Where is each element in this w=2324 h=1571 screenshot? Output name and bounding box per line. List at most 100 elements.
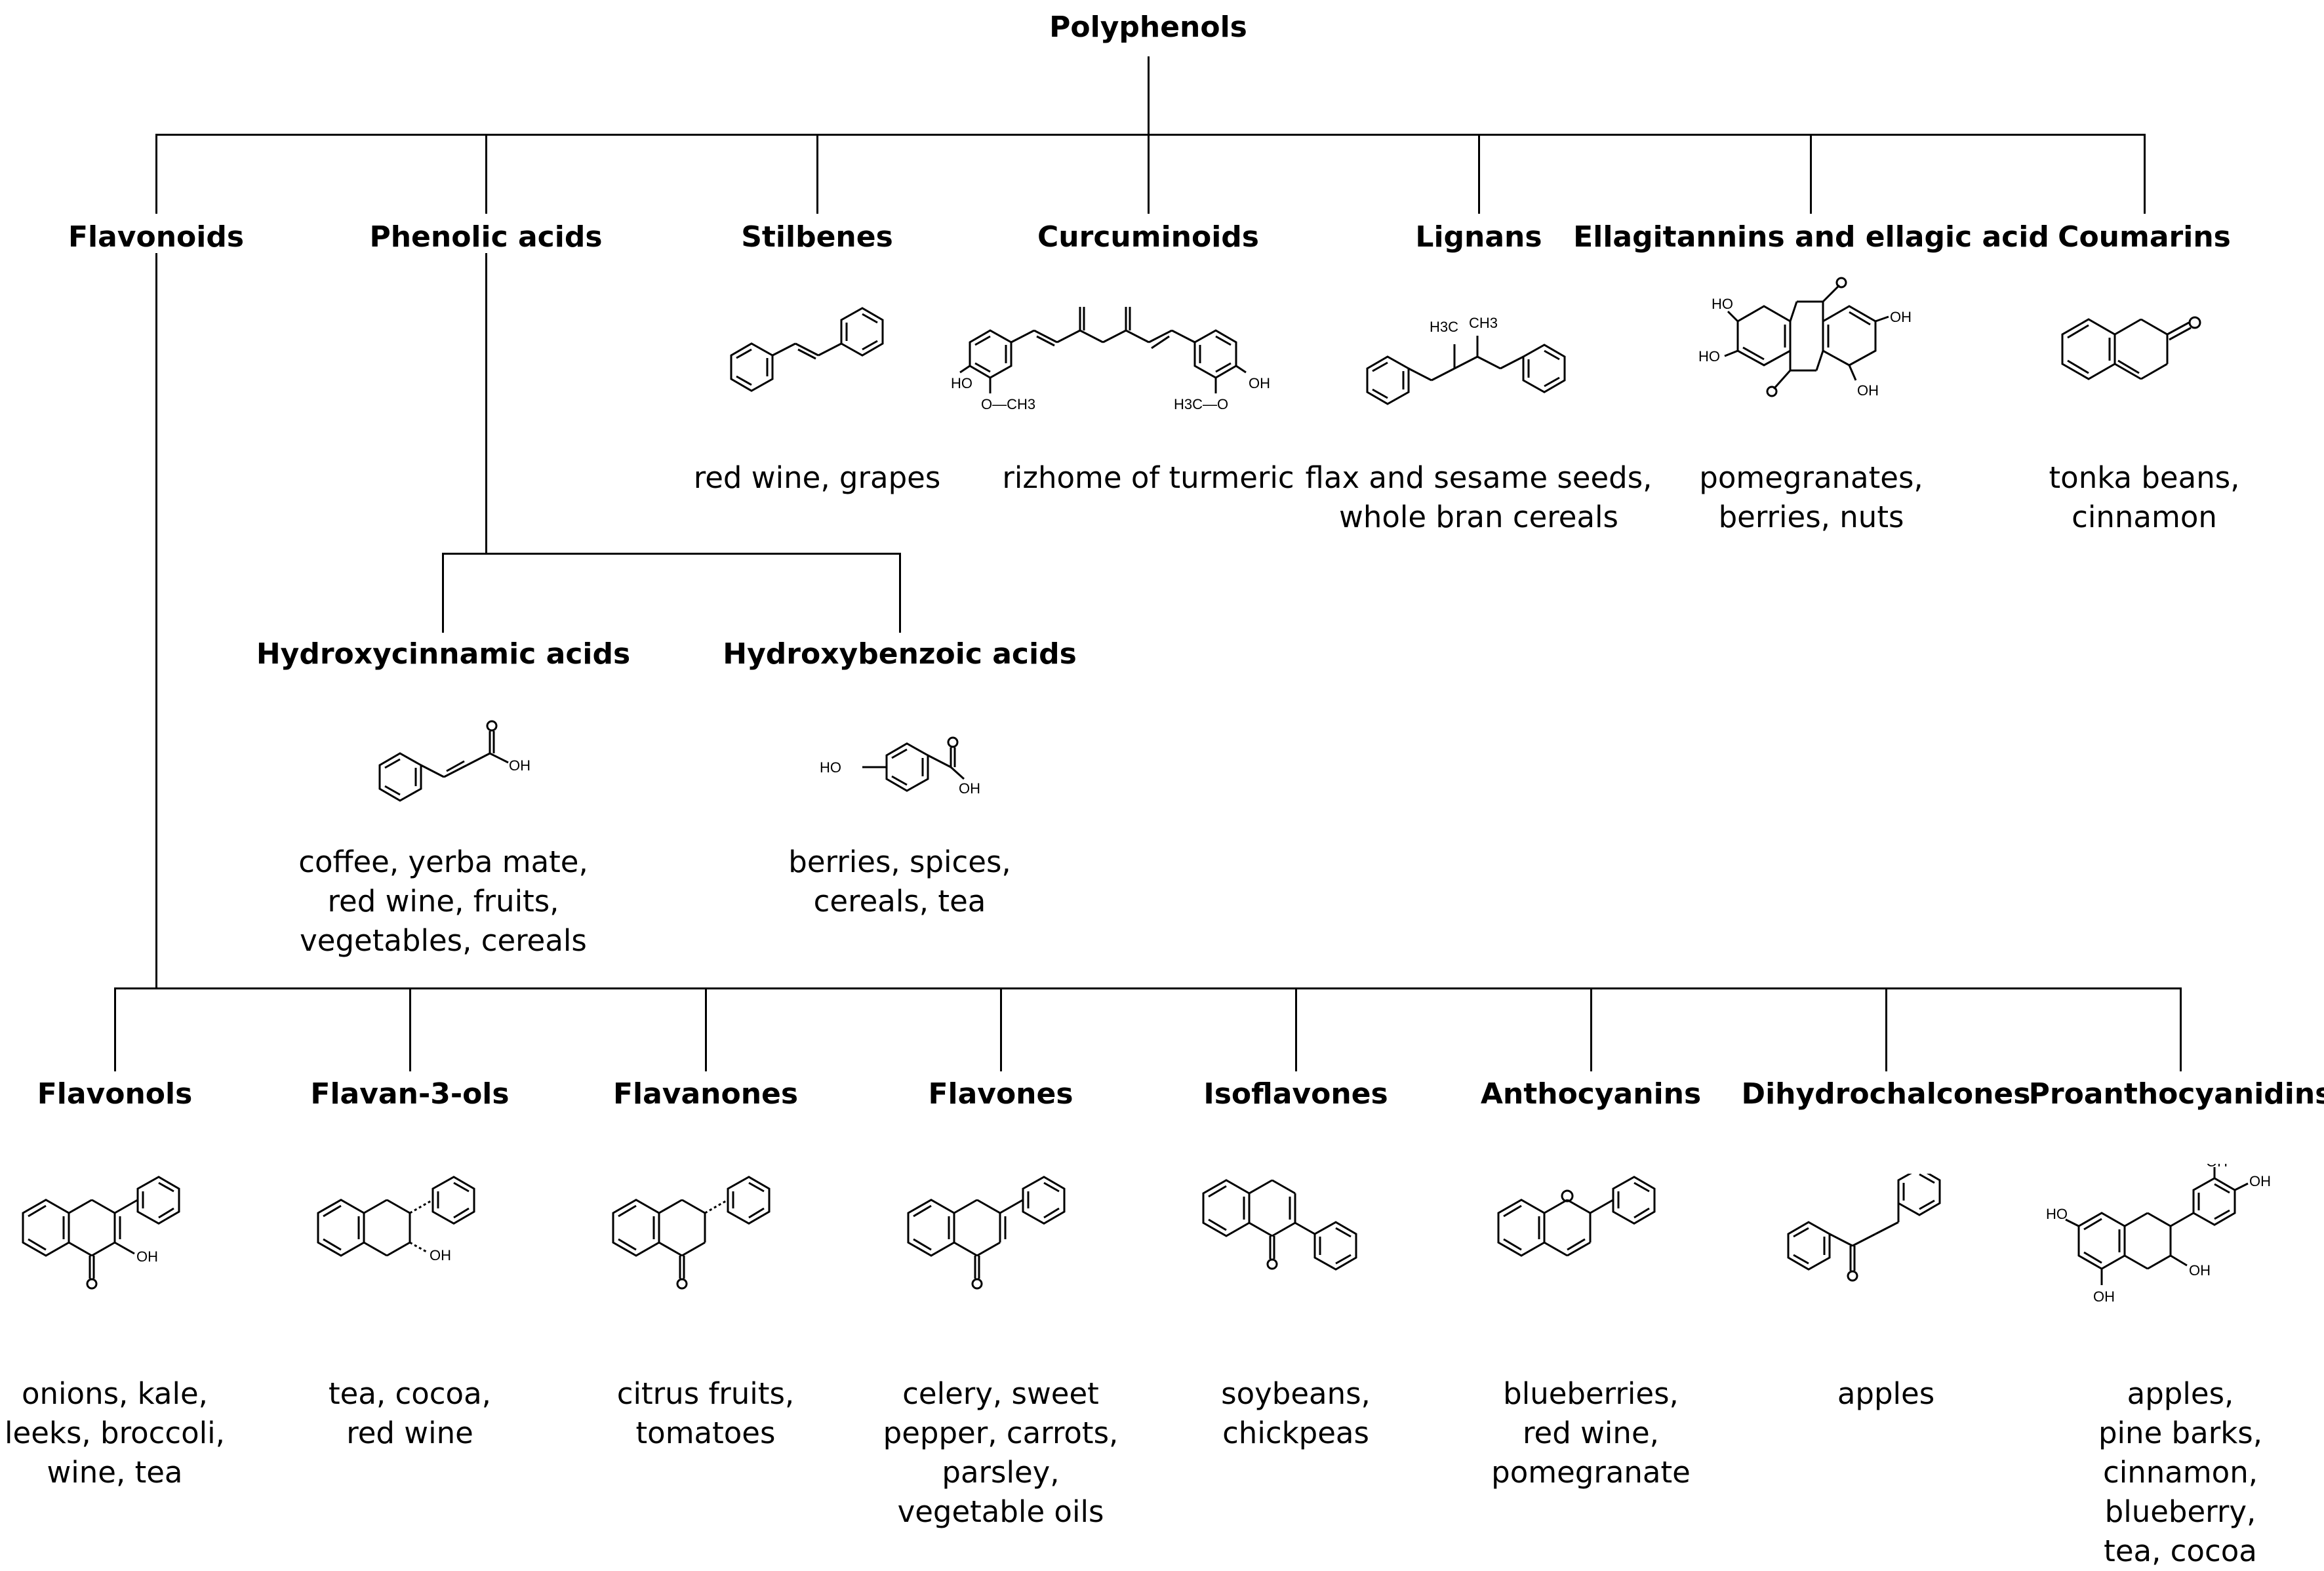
subclass-heading: Hydroxycinnamic acids bbox=[256, 637, 631, 671]
connector bbox=[705, 987, 707, 1071]
flavan-3-ol-structure: OH bbox=[317, 1176, 475, 1263]
source-line: berries, spices, bbox=[788, 845, 1011, 879]
source-line: parsley, bbox=[942, 1455, 1060, 1490]
source-line: citrus fruits, bbox=[616, 1376, 795, 1411]
class-heading: Lignans bbox=[1415, 220, 1542, 254]
connector bbox=[1478, 134, 1480, 214]
food-sources: flax and sesame seeds, whole bran cereal… bbox=[1306, 458, 1653, 537]
hydroxyl-label: HO bbox=[1712, 296, 1733, 312]
connector bbox=[485, 253, 487, 554]
source-line: pomegranates, bbox=[1699, 460, 1923, 495]
connector bbox=[816, 134, 818, 214]
source-line: tomatoes bbox=[635, 1416, 776, 1450]
subclass-heading: Anthocyanins bbox=[1480, 1077, 1702, 1111]
root-heading: Polyphenols bbox=[1049, 10, 1247, 44]
source-line: chickpeas bbox=[1222, 1416, 1369, 1450]
subclass-heading: Flavan-3-ols bbox=[310, 1077, 510, 1111]
connector bbox=[155, 134, 2146, 136]
class-heading: Phenolic acids bbox=[369, 220, 603, 254]
source-line: whole bran cereals bbox=[1339, 500, 1618, 534]
connector bbox=[1148, 134, 1150, 214]
class-heading: Flavonoids bbox=[68, 220, 245, 254]
food-sources: onions, kale, leeks, broccoli, wine, tea bbox=[5, 1374, 225, 1492]
source-line: tea, cocoa, bbox=[329, 1376, 491, 1411]
food-sources: apples bbox=[1837, 1374, 1934, 1414]
source-line: pepper, carrots, bbox=[883, 1416, 1119, 1450]
source-line: red wine, grapes bbox=[693, 460, 941, 495]
lignan-structure: H3C CH3 bbox=[1366, 315, 1566, 405]
flavonol-structure: OH bbox=[22, 1176, 180, 1290]
subclass-heading: Hydroxybenzoic acids bbox=[723, 637, 1077, 671]
hydroxyl-label: OH bbox=[2249, 1173, 2271, 1189]
source-line: blueberry, bbox=[2104, 1494, 2256, 1529]
source-line: flax and sesame seeds, bbox=[1305, 460, 1653, 495]
food-sources: blueberries, red wine, pomegranate bbox=[1491, 1374, 1691, 1492]
connector bbox=[442, 553, 444, 633]
curcumin-structure: HO O—CH3 H3C—O OH bbox=[951, 307, 1270, 412]
connector bbox=[1148, 56, 1150, 134]
hydroxyl-label: OH bbox=[1249, 375, 1270, 391]
class-heading: Ellagitannins and ellagic acid bbox=[1573, 220, 2049, 254]
source-line: pomegranate bbox=[1491, 1455, 1691, 1490]
food-sources: tonka beans, cinnamon bbox=[2049, 458, 2240, 537]
connector bbox=[114, 987, 116, 1071]
hydroxycinnamic-acid-structure: OH bbox=[378, 720, 531, 802]
subclass-heading: Isoflavones bbox=[1203, 1077, 1388, 1111]
connector bbox=[1295, 987, 1297, 1071]
hydroxyl-label: OH bbox=[430, 1247, 451, 1263]
methyl-label: H3C bbox=[1430, 319, 1458, 335]
source-line: cereals, tea bbox=[813, 884, 986, 919]
food-sources: rizhome of turmeric bbox=[1002, 458, 1294, 498]
connector bbox=[1000, 987, 1002, 1071]
class-heading: Stilbenes bbox=[741, 220, 893, 254]
isoflavone-structure bbox=[1202, 1179, 1357, 1271]
food-sources: soybeans, chickpeas bbox=[1221, 1374, 1371, 1453]
connector bbox=[155, 253, 157, 989]
source-line: blueberries, bbox=[1503, 1376, 1679, 1411]
connector bbox=[114, 987, 2182, 989]
class-heading: Coumarins bbox=[2058, 220, 2231, 254]
source-line: coffee, yerba mate, bbox=[298, 845, 588, 879]
connector bbox=[1590, 987, 1592, 1071]
subclass-heading: Proanthocyanidins bbox=[2028, 1077, 2324, 1111]
methyl-label: CH3 bbox=[1469, 315, 1498, 331]
source-line: leeks, broccoli, bbox=[5, 1416, 225, 1450]
connector bbox=[409, 987, 411, 1071]
connector bbox=[2180, 987, 2182, 1071]
ellagic-acid-structure: HO HO OH OH bbox=[1698, 277, 1912, 399]
source-line: soybeans, bbox=[1221, 1376, 1371, 1411]
food-sources: celery, sweet pepper, carrots, parsley, … bbox=[883, 1374, 1119, 1532]
methoxy-label: H3C—O bbox=[1174, 396, 1228, 412]
hydroxyl-label: OH bbox=[2093, 1288, 2115, 1305]
source-line: vegetables, cereals bbox=[300, 923, 587, 958]
source-line: red wine, bbox=[1523, 1416, 1659, 1450]
hydroxyl-label: OH bbox=[2189, 1262, 2211, 1279]
methoxy-label: O—CH3 bbox=[981, 396, 1035, 412]
hydroxyl-label: OH bbox=[1890, 309, 1912, 325]
connector bbox=[442, 553, 901, 555]
source-line: red wine, fruits, bbox=[327, 884, 559, 919]
source-line: apples bbox=[1837, 1376, 1935, 1411]
flavone-structure bbox=[907, 1176, 1066, 1290]
dihydrochalcone-structure bbox=[1787, 1174, 1941, 1282]
connector bbox=[2144, 134, 2146, 214]
connector bbox=[1810, 134, 1812, 214]
subclass-heading: Flavones bbox=[928, 1077, 1073, 1111]
connector bbox=[1885, 987, 1887, 1071]
connector bbox=[485, 134, 487, 214]
source-line: tonka beans, bbox=[2049, 460, 2240, 495]
source-line: vegetable oils bbox=[897, 1494, 1104, 1529]
stilbene-structure bbox=[730, 307, 884, 392]
subclass-heading: Flavonols bbox=[37, 1077, 193, 1111]
connector bbox=[899, 553, 901, 633]
class-heading: Curcuminoids bbox=[1037, 220, 1259, 254]
source-line: rizhome of turmeric bbox=[1002, 460, 1294, 495]
hydroxyl-label: OH bbox=[1857, 382, 1879, 399]
source-line: wine, tea bbox=[47, 1455, 183, 1490]
subclass-heading: Dihydrochalcones bbox=[1741, 1077, 2031, 1111]
proanthocyanidin-structure: OH OH HO OH OH bbox=[2046, 1164, 2271, 1305]
anthocyanidin-structure bbox=[1497, 1176, 1656, 1257]
source-line: berries, nuts bbox=[1718, 500, 1904, 534]
food-sources: berries, spices, cereals, tea bbox=[788, 843, 1011, 921]
